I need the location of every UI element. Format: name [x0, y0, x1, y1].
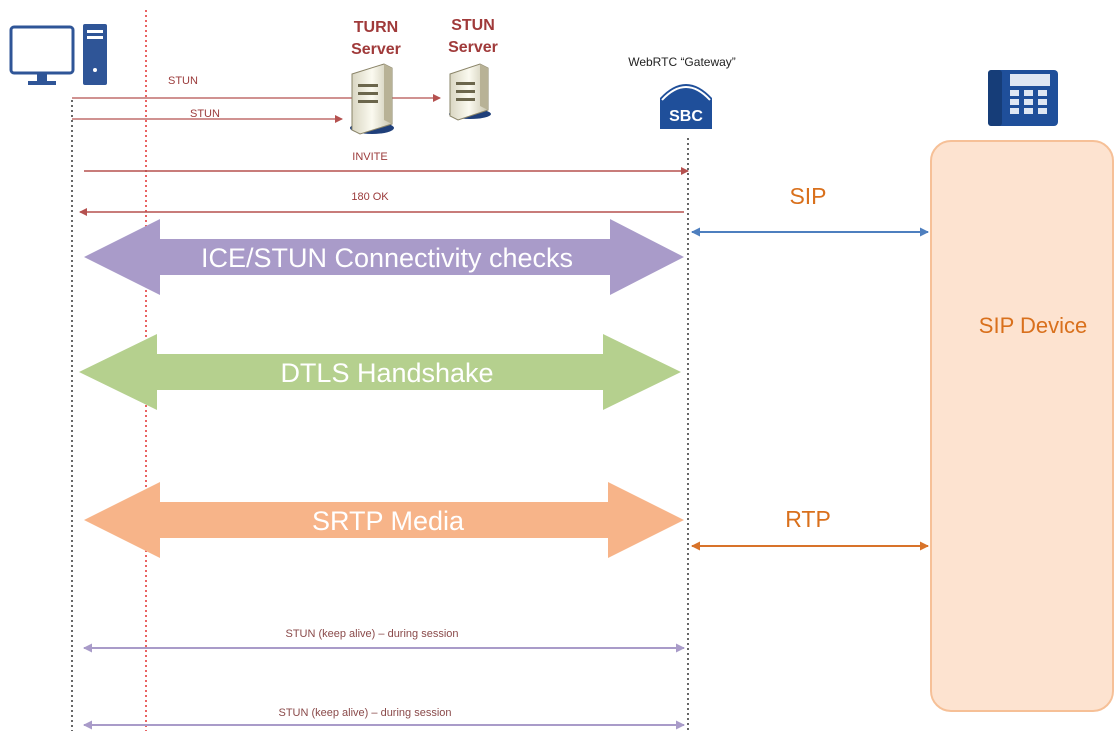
- ok-180-label: 180 OK: [351, 191, 389, 203]
- desktop-computer-icon: [9, 24, 107, 85]
- ice-stun-arrow: [84, 219, 684, 295]
- keepalive-label-1: STUN (keep alive) – during session: [285, 628, 458, 640]
- keepalive-label-2: STUN (keep alive) – during session: [278, 707, 451, 719]
- sbc-logo-icon: SBC: [660, 84, 712, 129]
- sbc-logo-text: SBC: [669, 108, 703, 125]
- stun-server-label-line1: STUN: [451, 17, 495, 34]
- desk-phone-icon: [988, 70, 1058, 126]
- dtls-label: DTLS Handshake: [280, 358, 493, 388]
- server-tower-icon: [449, 63, 491, 121]
- sip-device-box: [930, 140, 1114, 712]
- dtls-arrow: [79, 334, 681, 410]
- stun-server-label-line2: Server: [448, 39, 498, 56]
- sip-protocol-label: SIP: [789, 183, 826, 209]
- srtp-arrow: [84, 482, 684, 558]
- gateway-label: WebRTC “Gateway”: [628, 55, 736, 69]
- srtp-label: SRTP Media: [312, 506, 465, 536]
- rtp-protocol-label: RTP: [785, 506, 831, 532]
- server-tower-icon: [350, 63, 394, 135]
- turn-server-label-line1: TURN: [354, 19, 398, 36]
- stun-label-1: STUN: [168, 75, 198, 87]
- ice-stun-label: ICE/STUN Connectivity checks: [201, 243, 573, 273]
- stun-label-2: STUN: [190, 108, 220, 120]
- sip-device-label: SIP Device: [979, 313, 1087, 338]
- invite-label: INVITE: [352, 151, 387, 163]
- turn-server-label-line2: Server: [351, 41, 401, 58]
